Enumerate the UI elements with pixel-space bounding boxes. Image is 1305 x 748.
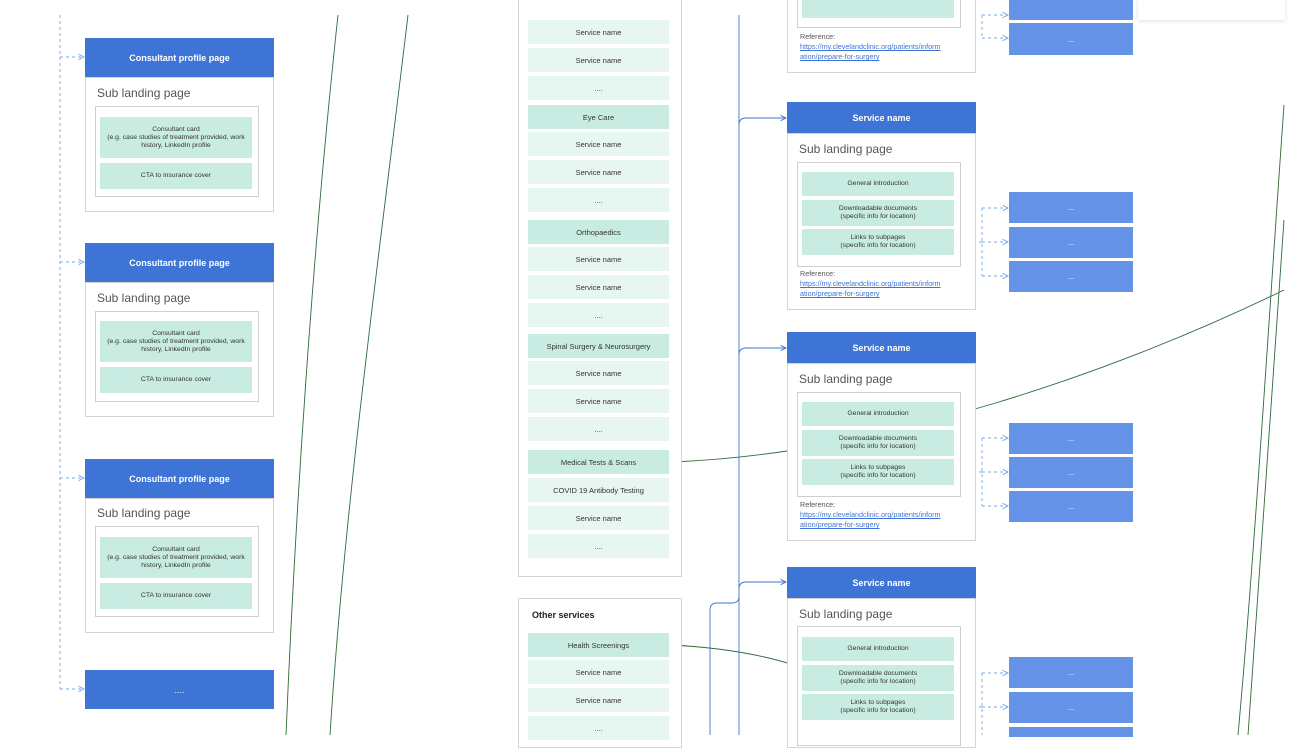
reference-label: Reference: bbox=[800, 269, 836, 278]
reference-link-line-2[interactable]: ation/prepare-for-surgery bbox=[800, 52, 880, 61]
reference: Reference: https://my.clevelandclinic.or… bbox=[800, 269, 940, 299]
service-page-header[interactable]: Service name bbox=[787, 102, 976, 133]
subpage-leaf[interactable] bbox=[1009, 727, 1133, 737]
sub-landing-title: Sub landing page bbox=[799, 142, 893, 156]
reference-link-line-2[interactable]: ation/prepare-for-surgery bbox=[800, 520, 880, 529]
subpage-leaf[interactable]: ... bbox=[1009, 491, 1133, 522]
general-introduction[interactable]: General introduction bbox=[802, 172, 954, 196]
subpage-leaf[interactable]: ... bbox=[1009, 657, 1133, 688]
reference-link-line-2[interactable]: ation/prepare-for-surgery bbox=[800, 289, 880, 298]
links-to-subpages[interactable]: Links to subpages (specific info for loc… bbox=[802, 694, 954, 720]
sub-landing-title: Sub landing page bbox=[799, 372, 893, 386]
sub-landing-title: Sub landing page bbox=[799, 607, 893, 621]
service-item[interactable]: Service name bbox=[528, 20, 669, 44]
sub-landing-title: Sub landing page bbox=[97, 291, 191, 305]
consultant-card[interactable]: Consultant card (e.g. case studies of tr… bbox=[100, 117, 252, 158]
service-item[interactable]: Service name bbox=[528, 688, 669, 712]
category-health-screenings[interactable]: Health Screenings bbox=[528, 633, 669, 657]
service-item[interactable]: .... bbox=[528, 716, 669, 740]
subpage-leaf[interactable]: ... bbox=[1009, 227, 1133, 258]
downloadable-documents[interactable]: Downloadable documents (specific info fo… bbox=[802, 665, 954, 691]
category-medical-tests[interactable]: Medical Tests & Scans bbox=[528, 450, 669, 474]
subpage-leaf[interactable]: ... bbox=[1009, 23, 1133, 55]
subpage-leaf[interactable]: ... bbox=[1009, 423, 1133, 454]
cta-insurance-cover[interactable]: CTA to insurance cover bbox=[100, 367, 252, 393]
consultant-profile-header[interactable]: Consultant profile page bbox=[85, 243, 274, 282]
service-item[interactable]: .... bbox=[528, 417, 669, 441]
subpage-leaf[interactable]: ... bbox=[1009, 192, 1133, 223]
reference: Reference: https://my.clevelandclinic.or… bbox=[800, 32, 940, 62]
reference-link-line-1[interactable]: https://my.clevelandclinic.org/patients/… bbox=[800, 279, 941, 288]
service-item[interactable]: .... bbox=[528, 534, 669, 558]
service-page-header[interactable]: Service name bbox=[787, 567, 976, 598]
service-page-header[interactable]: Service name bbox=[787, 332, 976, 363]
category-orthopaedics[interactable]: Orthopaedics bbox=[528, 220, 669, 244]
subpage-leaf[interactable] bbox=[1009, 0, 1133, 20]
downloadable-documents[interactable]: Downloadable documents (specific info fo… bbox=[802, 430, 954, 456]
service-item[interactable]: Service name bbox=[528, 132, 669, 156]
reference-link-line-1[interactable]: https://my.clevelandclinic.org/patients/… bbox=[800, 42, 941, 51]
more-consultants[interactable]: .... bbox=[85, 670, 274, 709]
subpage-leaf[interactable]: ... bbox=[1009, 261, 1133, 292]
service-item[interactable]: .... bbox=[528, 303, 669, 327]
category-spinal-surgery[interactable]: Spinal Surgery & Neurosurgery bbox=[528, 334, 669, 358]
general-introduction[interactable]: General introduction bbox=[802, 402, 954, 426]
reference: Reference: https://my.clevelandclinic.or… bbox=[800, 500, 940, 530]
service-item[interactable]: .... bbox=[528, 76, 669, 100]
links-to-subpages[interactable]: Links to subpages (specific info for loc… bbox=[802, 229, 954, 255]
reference-label: Reference: bbox=[800, 500, 836, 509]
category-eye-care[interactable]: Eye Care bbox=[528, 105, 669, 129]
downloadable-documents[interactable]: Downloadable documents (specific info fo… bbox=[802, 200, 954, 226]
consultant-profile-header[interactable]: Consultant profile page bbox=[85, 38, 274, 77]
links-to-subpages[interactable]: Links to subpages (specific info for loc… bbox=[802, 459, 954, 485]
other-services-title: Other services bbox=[532, 610, 595, 620]
service-item[interactable]: .... bbox=[528, 188, 669, 212]
general-introduction[interactable]: General introduction bbox=[802, 637, 954, 661]
service-item[interactable]: COVID 19 Antibody Testing bbox=[528, 478, 669, 502]
service-item[interactable]: Service name bbox=[528, 275, 669, 299]
subpage-leaf[interactable]: ... bbox=[1009, 457, 1133, 488]
floating-panel bbox=[1138, 0, 1285, 20]
subpage-leaf[interactable]: ... bbox=[1009, 692, 1133, 723]
sub-landing-title: Sub landing page bbox=[97, 506, 191, 520]
sub-landing-title: Sub landing page bbox=[97, 86, 191, 100]
reference-link-line-1[interactable]: https://my.clevelandclinic.org/patients/… bbox=[800, 510, 941, 519]
cta-insurance-cover[interactable]: CTA to insurance cover bbox=[100, 163, 252, 189]
service-item[interactable]: Service name bbox=[528, 660, 669, 684]
consultant-card[interactable]: Consultant card (e.g. case studies of tr… bbox=[100, 321, 252, 362]
cta-insurance-cover[interactable]: CTA to insurance cover bbox=[100, 583, 252, 609]
service-item[interactable]: Service name bbox=[528, 160, 669, 184]
reference-label: Reference: bbox=[800, 32, 836, 41]
consultant-card[interactable]: Consultant card (e.g. case studies of tr… bbox=[100, 537, 252, 578]
service-item[interactable]: Service name bbox=[528, 48, 669, 72]
service-item[interactable]: Service name bbox=[528, 361, 669, 385]
service-item[interactable]: Service name bbox=[528, 506, 669, 530]
service-item[interactable]: Service name bbox=[528, 389, 669, 413]
consultant-profile-header[interactable]: Consultant profile page bbox=[85, 459, 274, 498]
links-subpages-partial[interactable] bbox=[802, 0, 954, 18]
service-item[interactable]: Service name bbox=[528, 247, 669, 271]
